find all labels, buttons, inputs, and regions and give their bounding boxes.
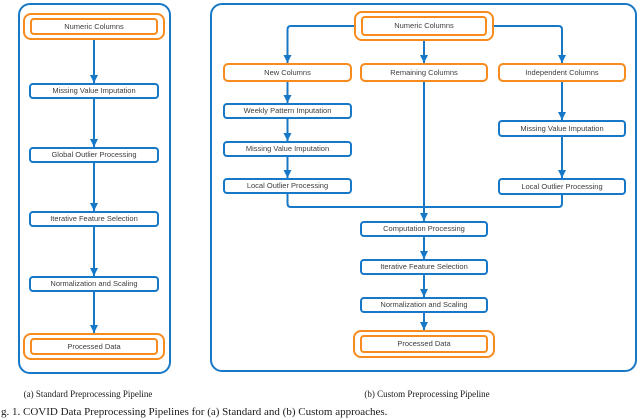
- node-b-normalization-and-scaling: Normalization and Scaling: [360, 297, 488, 313]
- caption-panel-a: (a) Standard Preprocessing Pipeline: [23, 389, 153, 399]
- node-b-weekly-pattern-imputation: Weekly Pattern Imputation: [223, 103, 352, 119]
- node-b-local-outlier-processing-right: Local Outlier Processing: [498, 178, 626, 195]
- node-a-numeric-columns-label: Numeric Columns: [30, 18, 158, 35]
- node-b-independent-columns: Independent Columns: [498, 63, 626, 82]
- node-a-normalization-and-scaling: Normalization and Scaling: [29, 276, 159, 292]
- arrow-b-start-to-new: [283, 25, 354, 63]
- node-b-computation-processing: Computation Processing: [360, 221, 488, 237]
- node-b-iterative-feature-selection: Iterative Feature Selection: [360, 259, 488, 275]
- node-a-numeric-columns: Numeric Columns: [23, 13, 165, 40]
- node-a-processed-data-label: Processed Data: [30, 338, 158, 355]
- figure-caption: g. 1. COVID Data Preprocessing Pipelines…: [1, 406, 388, 418]
- node-b-missing-value-imputation-left: Missing Value Imputation: [223, 141, 352, 157]
- arrow-b-start-to-independent: [494, 25, 566, 63]
- node-b-numeric-columns-label: Numeric Columns: [361, 16, 487, 36]
- node-b-processed-data: Processed Data: [353, 330, 495, 358]
- merge-line-right: [424, 195, 563, 208]
- node-b-local-outlier-processing-left: Local Outlier Processing: [223, 178, 352, 194]
- node-b-new-columns: New Columns: [223, 63, 352, 82]
- node-b-remaining-columns: Remaining Columns: [360, 63, 488, 82]
- node-b-numeric-columns: Numeric Columns: [354, 11, 494, 41]
- node-a-processed-data: Processed Data: [23, 333, 165, 360]
- node-a-global-outlier-processing: Global Outlier Processing: [29, 147, 159, 163]
- node-a-missing-value-imputation: Missing Value Imputation: [29, 83, 159, 99]
- node-b-processed-data-label: Processed Data: [360, 335, 488, 353]
- node-b-missing-value-imputation-right: Missing Value Imputation: [498, 120, 626, 137]
- caption-panel-b: (b) Custom Preprocessing Pipeline: [364, 389, 490, 399]
- merge-line-left: [286, 194, 424, 208]
- node-a-iterative-feature-selection: Iterative Feature Selection: [29, 211, 159, 227]
